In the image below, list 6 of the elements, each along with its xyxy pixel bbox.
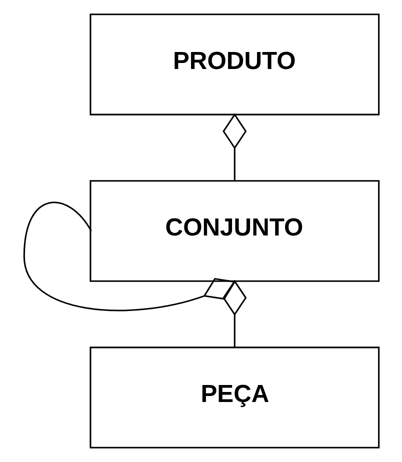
connector	[22, 202, 236, 312]
connector	[222, 280, 246, 348]
node-box: PRODUTO	[89, 14, 380, 116]
node-box: PEÇA	[89, 346, 380, 448]
node-box: CONJUNTO	[89, 180, 380, 282]
connector	[222, 113, 246, 181]
